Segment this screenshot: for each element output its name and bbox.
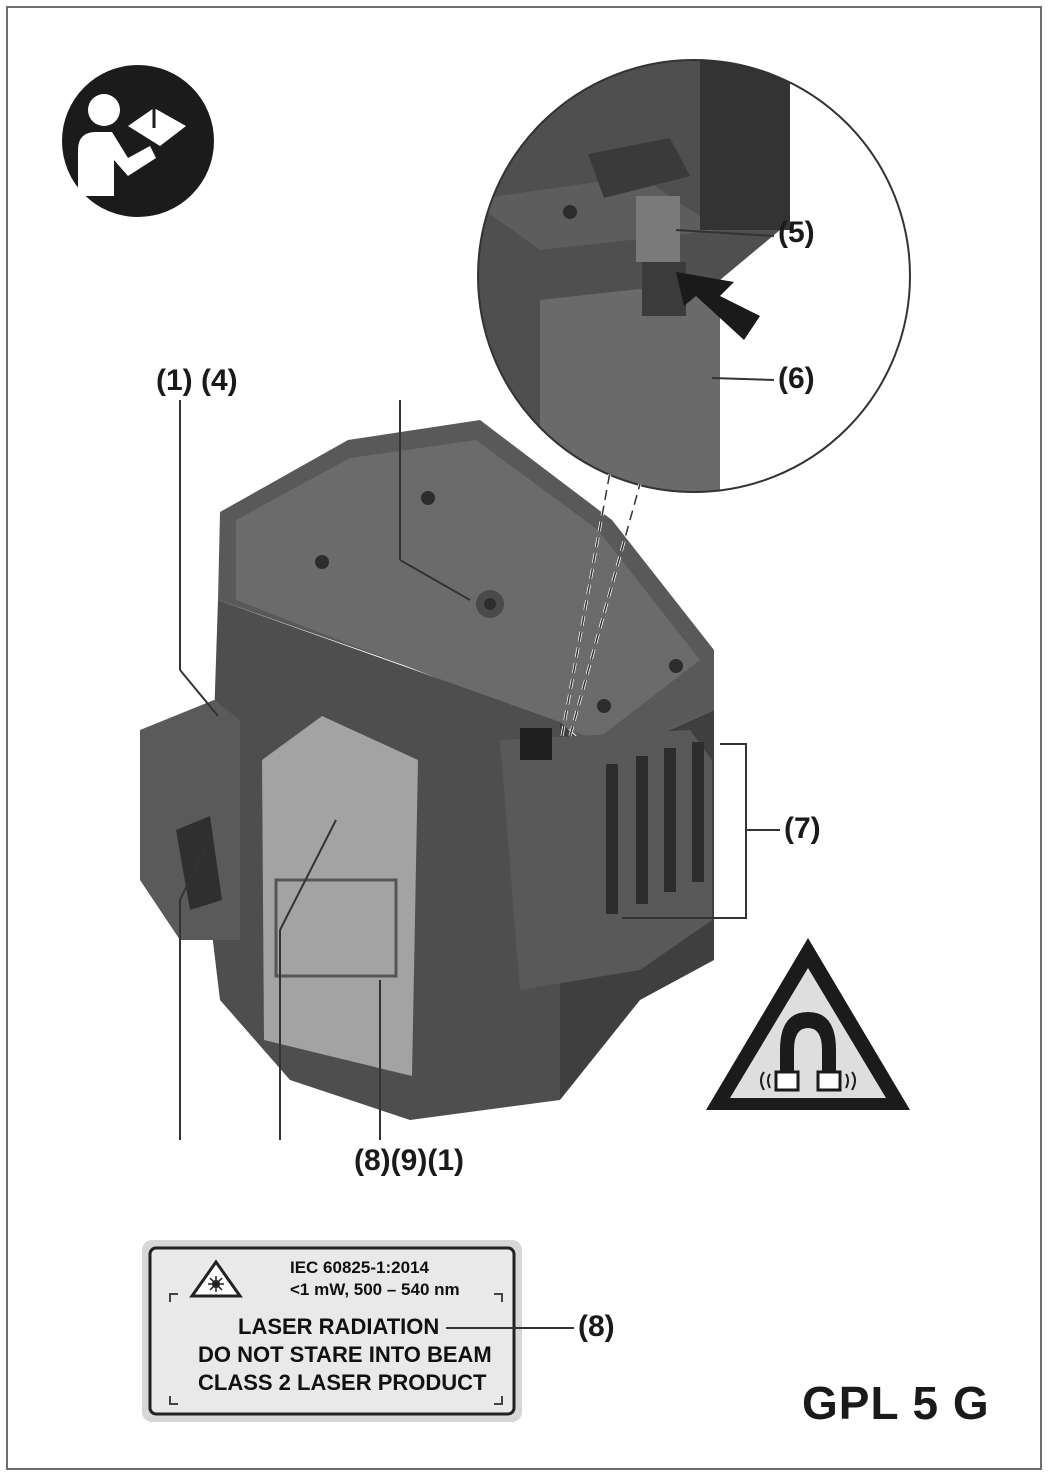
insert-arrow-icon	[676, 272, 760, 340]
callout-1-4: (1) (4)	[156, 364, 238, 397]
label-line-1: LASER RADIATION	[238, 1314, 440, 1339]
detail-zoom-circle	[477, 59, 911, 737]
label-line-3: CLASS 2 LASER PRODUCT	[198, 1370, 487, 1395]
callout-5: (5)	[778, 216, 815, 249]
magnetic-field-warning-icon	[706, 938, 910, 1110]
callout-8-9-1: (8)(9)(1)	[354, 1144, 464, 1177]
laser-warning-label	[142, 1240, 574, 1422]
page-frame	[6, 6, 1042, 1470]
label-standard: IEC 60825-1:2014	[290, 1258, 429, 1277]
laser-warning-icon	[189, 1259, 243, 1298]
label-line-2: DO NOT STARE INTO BEAM	[198, 1342, 492, 1367]
callout-6: (6)	[778, 362, 815, 395]
model-name: GPL 5 G	[802, 1377, 990, 1429]
callout-7: (7)	[784, 812, 821, 845]
laser-device-body	[140, 420, 714, 1120]
label-spec: <1 mW, 500 – 540 nm	[290, 1280, 460, 1299]
callout-8: (8)	[578, 1310, 615, 1343]
callout-leaders	[179, 229, 780, 1140]
read-manual-icon	[62, 65, 214, 217]
